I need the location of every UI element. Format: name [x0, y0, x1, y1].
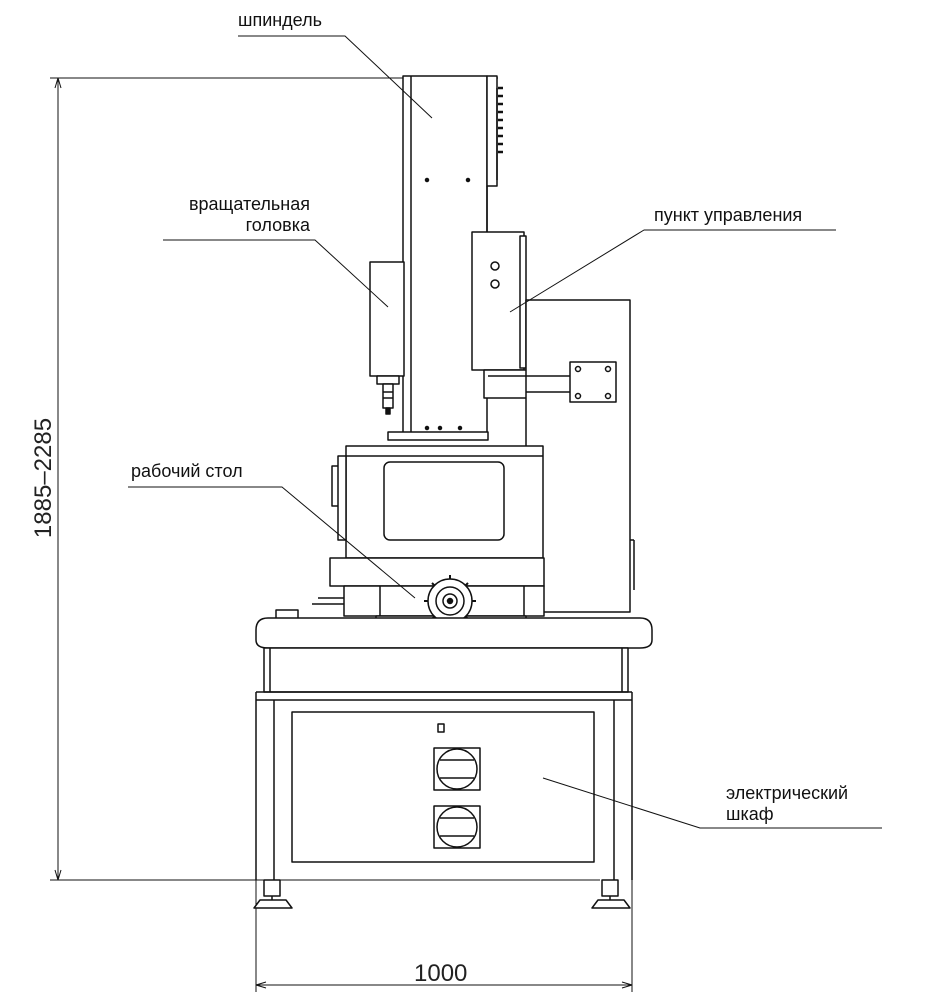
leader-spindle [238, 35, 433, 119]
leader-electrical-cabinet [542, 777, 882, 829]
leader-work-table [128, 486, 416, 599]
label-control-panel: пункт управления [654, 205, 803, 225]
label-rotary-head-line1: вращательная [188, 194, 310, 214]
label-rotary-head: вращательная головка [150, 194, 310, 236]
electrical-cabinet [291, 711, 595, 863]
feet [253, 879, 631, 909]
work-table [275, 445, 545, 647]
leader-lines [128, 35, 882, 829]
width-dimension [255, 880, 633, 992]
machine-base [255, 617, 653, 880]
label-rotary-head-line2: головка [245, 215, 310, 235]
leader-rotary-head [163, 239, 389, 308]
rotary-head [369, 261, 405, 415]
label-spindle: шпиндель [238, 10, 322, 30]
width-dimension-label: 1000 [414, 960, 468, 987]
height-dimension-label: 1885–2285 [30, 417, 57, 539]
label-electrical-cabinet: электрический шкаф [726, 783, 848, 825]
label-electrical-cabinet-line1: электрический [726, 783, 849, 803]
label-electrical-cabinet-line2: шкаф [726, 804, 774, 824]
label-work-table: рабочий стол [131, 461, 243, 481]
leader-control-panel [509, 229, 836, 313]
